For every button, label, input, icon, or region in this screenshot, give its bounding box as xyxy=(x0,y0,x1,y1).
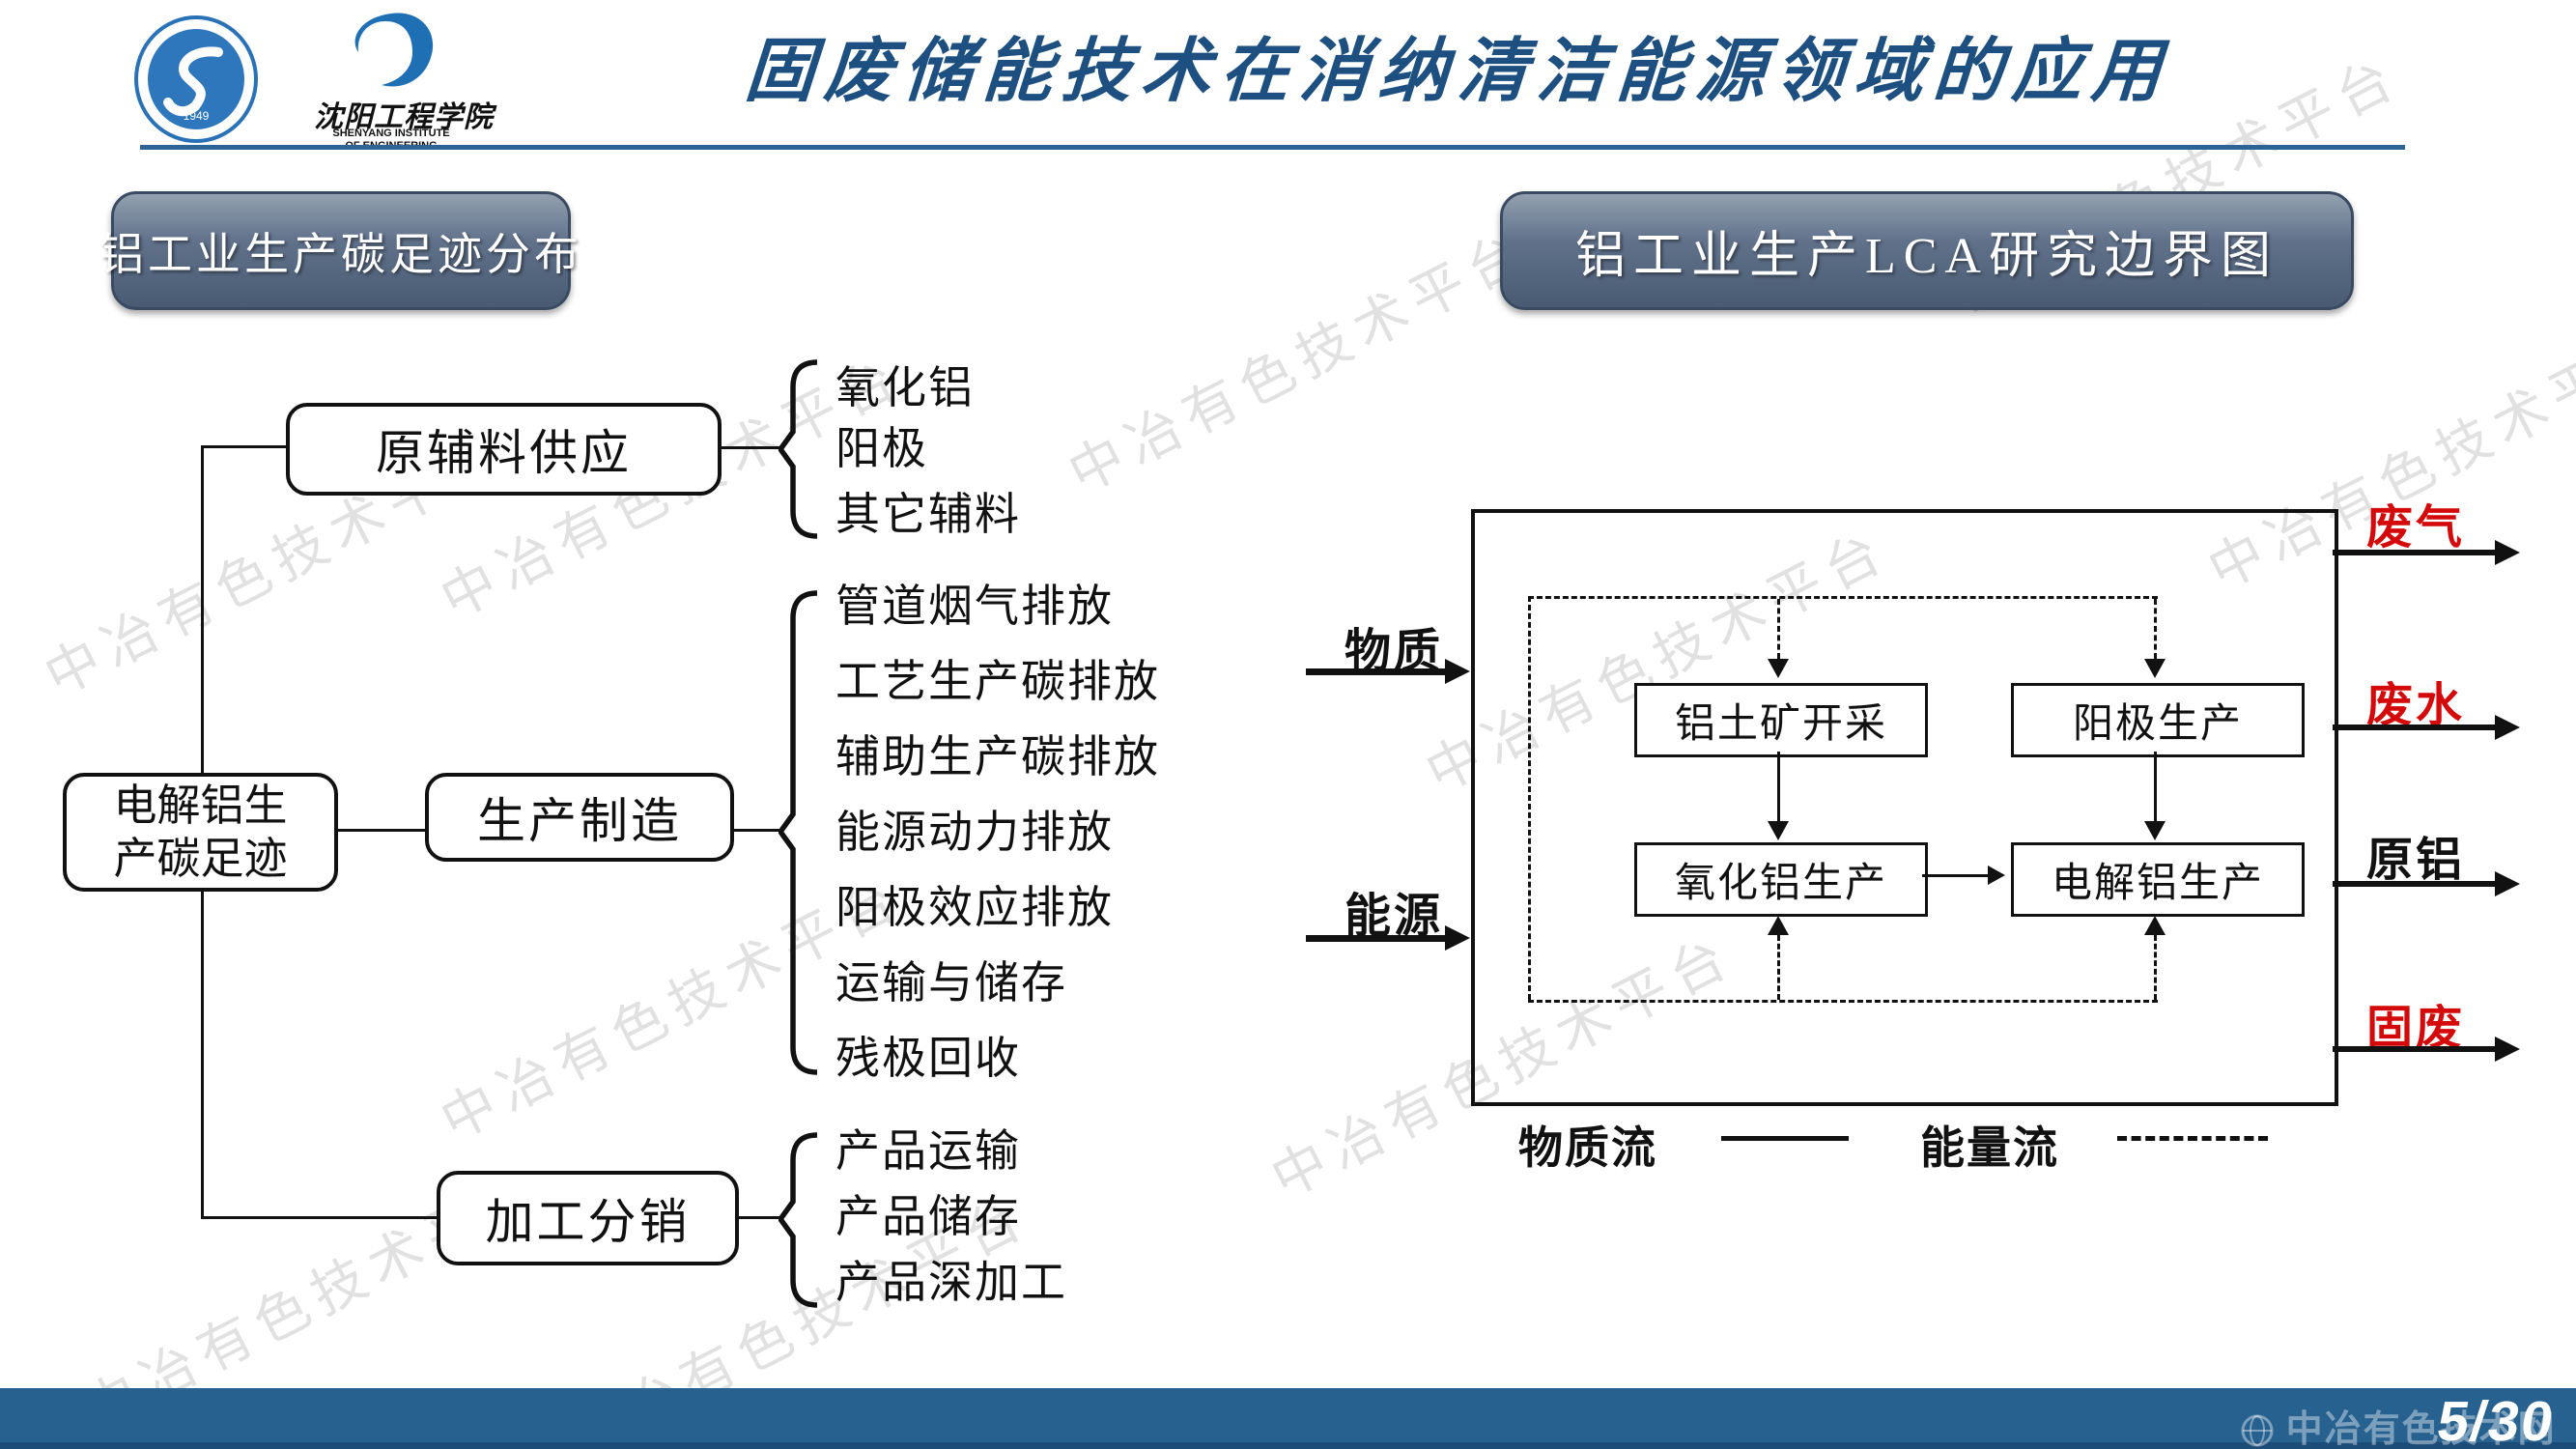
process-box-anode-production: 阳极生产 xyxy=(2011,683,2305,757)
arrow-right-icon xyxy=(1445,925,1470,951)
legend-material-flow: 物质流 xyxy=(1518,1123,1657,1173)
watermark-text: 中冶有色技术平台 xyxy=(1059,218,1542,504)
slide-title: 固废储能技术在消纳清洁能源领域的应用 xyxy=(742,33,2174,110)
branch-node-raw-materials: 原辅料供应 xyxy=(286,403,722,496)
arrow-down-icon xyxy=(2144,659,2166,678)
brace-branch1 xyxy=(778,359,818,539)
output-label-primary-aluminum: 原铝 xyxy=(2366,835,2466,886)
list-item: 辅助生产碳排放 xyxy=(835,732,1160,781)
arrow-up-icon xyxy=(2144,916,2166,935)
arrow-right-icon xyxy=(2495,715,2520,740)
process-box-alumina-production: 氧化铝生产 xyxy=(1634,842,1928,917)
brace-branch2 xyxy=(778,590,818,1075)
arrow-down-icon xyxy=(1768,821,1789,840)
arrow-down-icon xyxy=(1768,659,1789,678)
footer-bar-edge xyxy=(0,1442,2576,1449)
list-item: 其它辅料 xyxy=(835,490,1021,539)
university-emblem-icon: 1949 xyxy=(134,15,258,143)
material-arrow-line xyxy=(1777,752,1780,823)
title-underline xyxy=(140,145,2405,150)
list-item: 氧化铝 xyxy=(835,363,975,412)
tree-trunk-lower xyxy=(201,892,204,1219)
brace-stub-branch1 xyxy=(720,446,780,449)
output-label-waste-gas: 废气 xyxy=(2366,502,2466,554)
arrow-up-icon xyxy=(1768,916,1789,935)
lca-boundary-box xyxy=(1471,509,2338,1106)
list-item: 阳极 xyxy=(835,424,928,473)
material-arrow-line xyxy=(1922,874,1988,877)
root-node-line1: 电解铝生 xyxy=(113,781,288,830)
energy-arrow-line xyxy=(2154,599,2157,659)
energy-dashed-top xyxy=(1528,596,2158,599)
list-item: 产品运输 xyxy=(835,1126,1021,1176)
page-number: 5/30 xyxy=(2433,1390,2560,1449)
brace-stub-branch2 xyxy=(734,829,780,832)
list-item: 产品深加工 xyxy=(835,1258,1067,1307)
list-item: 能源动力排放 xyxy=(835,808,1114,857)
globe-icon xyxy=(2241,1414,2274,1447)
footer-watermark-text: 中冶有色技术网 xyxy=(2285,1409,2557,1449)
footer-watermark: 中冶有色技术网 xyxy=(2241,1399,2557,1449)
arrow-right-icon xyxy=(1445,659,1470,684)
arrow-right-icon xyxy=(2495,1037,2520,1062)
energy-dashed-bottom xyxy=(1528,1000,2158,1003)
output-arrow-line xyxy=(2333,881,2497,887)
list-item: 产品储存 xyxy=(835,1192,1021,1241)
arrow-right-icon xyxy=(2495,871,2520,896)
input-label-energy: 能源 xyxy=(1345,891,1444,942)
brace-branch3 xyxy=(778,1132,818,1308)
list-item: 阳极效应排放 xyxy=(835,883,1114,932)
svg-text:1949: 1949 xyxy=(184,109,210,123)
tree-connector-branch2 xyxy=(338,829,427,832)
output-label-waste-water: 废水 xyxy=(2366,680,2466,731)
energy-arrow-line xyxy=(1777,599,1780,659)
branch-node-manufacturing: 生产制造 xyxy=(425,773,734,862)
list-item: 管道烟气排放 xyxy=(835,582,1114,631)
material-arrow-line xyxy=(2154,752,2157,823)
input-arrow-line xyxy=(1306,668,1447,675)
left-panel-heading: 铝工业生产碳足迹分布 xyxy=(99,191,579,310)
institute-swirl-icon xyxy=(354,13,434,87)
footer-bar xyxy=(0,1388,2576,1449)
energy-arrow-line xyxy=(1777,935,1780,1000)
list-item: 工艺生产碳排放 xyxy=(835,657,1160,706)
output-arrow-line xyxy=(2333,1046,2497,1052)
right-panel-heading: 铝工业生产LCA研究边界图 xyxy=(1500,191,2354,310)
institute-name-cn: 沈阳工程学院 xyxy=(314,101,494,133)
list-item: 运输与储存 xyxy=(835,958,1067,1008)
energy-arrow-line xyxy=(2154,935,2157,1000)
university-logo: 1949 xyxy=(133,15,259,143)
arrow-right-icon xyxy=(2495,540,2520,565)
input-arrow-line xyxy=(1306,935,1447,942)
tree-connector-branch3 xyxy=(201,1216,440,1219)
energy-dashed-left xyxy=(1528,596,1531,1000)
output-label-solid-waste: 固废 xyxy=(2366,1003,2466,1054)
tree-trunk-upper xyxy=(201,445,204,773)
institute-name-en1: SHENYANG INSTITUTE xyxy=(332,128,450,139)
root-node: 电解铝生 产碳足迹 xyxy=(63,773,338,892)
output-arrow-line xyxy=(2333,724,2497,730)
legend-dashed-line xyxy=(2117,1136,2268,1141)
root-node-line2: 产碳足迹 xyxy=(113,834,288,883)
arrow-right-icon xyxy=(1988,866,2005,885)
process-box-bauxite-mining: 铝土矿开采 xyxy=(1634,683,1928,757)
arrow-down-icon xyxy=(2144,821,2166,840)
process-box-electrolytic-aluminum: 电解铝生产 xyxy=(2011,842,2305,917)
institute-logo: 沈阳工程学院 SHENYANG INSTITUTE OF ENGINEERING xyxy=(314,10,494,155)
list-item: 残极回收 xyxy=(835,1034,1021,1083)
brace-stub-branch3 xyxy=(739,1216,782,1219)
tree-connector-branch1 xyxy=(201,445,290,448)
branch-node-processing: 加工分销 xyxy=(437,1171,739,1265)
legend-energy-flow: 能量流 xyxy=(1920,1123,2059,1173)
output-arrow-line xyxy=(2333,550,2497,555)
legend-solid-line xyxy=(1721,1136,1849,1141)
